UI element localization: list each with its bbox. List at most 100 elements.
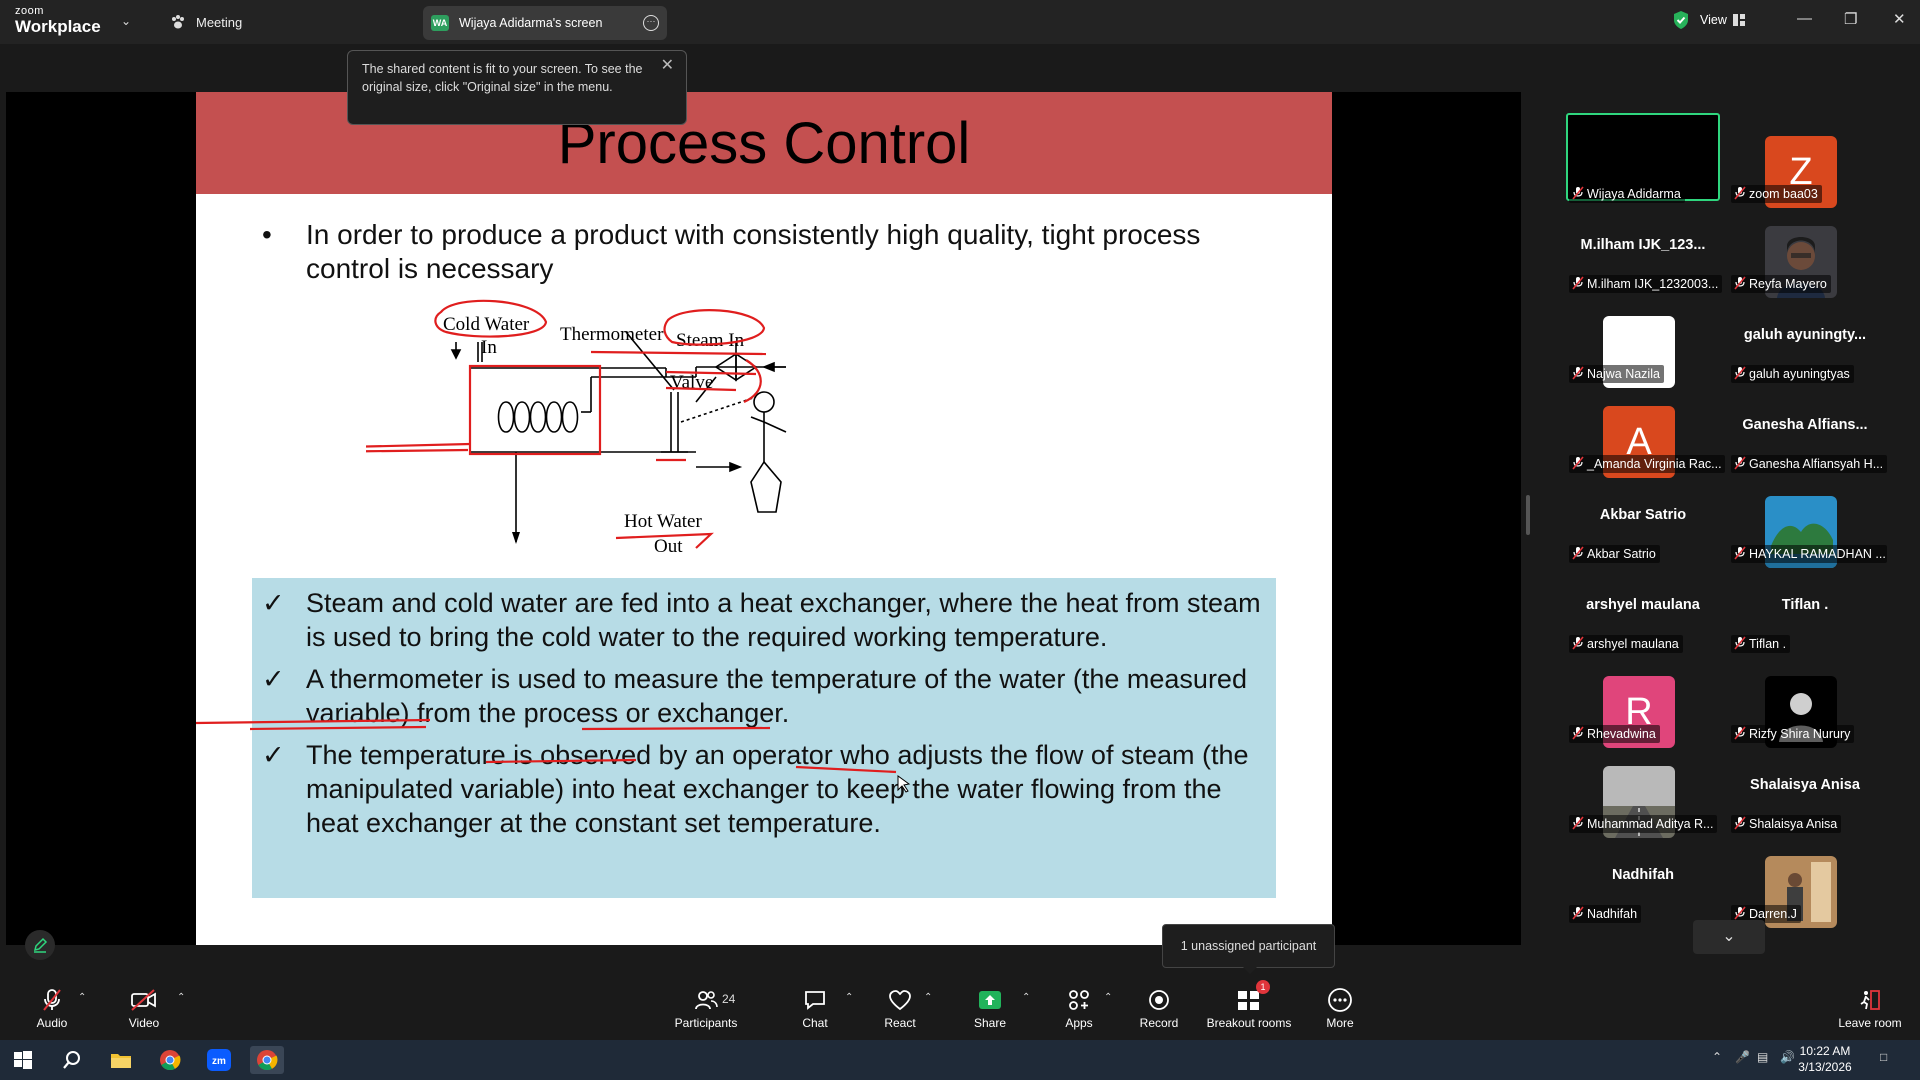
participant-tile[interactable]: Reyfa Mayero — [1725, 203, 1885, 298]
participant-tile[interactable]: Ganesha Alfians...Ganesha Alfiansyah H..… — [1725, 383, 1887, 473]
participants-icon — [695, 991, 718, 1010]
notification-icon[interactable]: □ — [1880, 1050, 1888, 1064]
participant-name-caption: Shalaisya Anisa — [1731, 815, 1842, 833]
participants-label: Participants — [674, 1016, 738, 1030]
screen-tab-badge: WA — [431, 15, 449, 31]
view-button[interactable]: View — [1700, 0, 1745, 40]
gallery-resize-handle[interactable] — [1526, 495, 1530, 535]
participant-name: Wijaya Adidarma — [1587, 187, 1681, 201]
apps-button[interactable]: Apps — [1054, 986, 1104, 1036]
chat-button[interactable]: Chat — [790, 986, 840, 1036]
svg-text:zm: zm — [212, 1056, 226, 1067]
check-mark: ✓ — [262, 740, 285, 770]
check-item-text: Steam and cold water are fed into a heat… — [306, 588, 1261, 652]
heart-icon — [889, 990, 911, 1011]
chevron-down-icon[interactable]: ⌄ — [121, 14, 132, 28]
shared-slide: Process Control • In order to produce a … — [196, 92, 1332, 945]
react-options-caret-icon[interactable]: ⌃ — [924, 992, 933, 1003]
clock-date: 3/13/2026 — [1798, 1060, 1852, 1074]
mic-muted-icon — [1734, 636, 1746, 650]
search-icon[interactable] — [55, 1046, 89, 1074]
participant-tile[interactable]: Wijaya Adidarma — [1563, 113, 1723, 203]
network-icon[interactable]: ▤ — [1757, 1050, 1769, 1064]
unassigned-participant-tooltip: 1 unassigned participant — [1162, 924, 1335, 974]
gallery-next-page-button[interactable]: ⌄ — [1693, 920, 1765, 954]
mic-muted-icon — [1734, 726, 1746, 740]
meeting-tab[interactable]: Meeting — [170, 0, 242, 44]
participant-tile[interactable]: Tiflan . Tiflan . — [1725, 563, 1885, 653]
participant-tile[interactable]: Muhammad Aditya R... — [1563, 743, 1723, 838]
windows-start-icon[interactable] — [6, 1046, 40, 1074]
participant-name-caption: Darren.J — [1731, 905, 1801, 923]
chrome-icon[interactable] — [153, 1046, 187, 1074]
minimize-icon[interactable]: — — [1797, 10, 1812, 27]
zoom-app-icon[interactable]: zm — [202, 1046, 236, 1074]
leave-room-button[interactable]: Leave room — [1835, 986, 1905, 1036]
check-mark: ✓ — [262, 664, 285, 694]
participant-tile[interactable]: Rizfy Shira Nurury — [1725, 653, 1885, 748]
shield-check-icon[interactable] — [1672, 10, 1690, 30]
react-button[interactable]: React — [875, 986, 925, 1036]
record-button[interactable]: Record — [1133, 986, 1185, 1036]
volume-icon[interactable]: 🔊 — [1780, 1050, 1795, 1064]
participant-name: Darren.J — [1749, 907, 1797, 921]
participant-tile[interactable]: M.ilham IJK_123...M.ilham IJK_1232003... — [1563, 203, 1723, 293]
participant-display-name: arshyel maulana — [1586, 597, 1700, 613]
mic-muted-icon — [1734, 276, 1746, 290]
video-button[interactable]: Video — [120, 986, 168, 1036]
file-explorer-icon[interactable] — [104, 1046, 138, 1074]
clock-time: 10:22 AM — [1799, 1044, 1851, 1058]
participant-name: Najwa Nazila — [1587, 367, 1660, 381]
audio-button[interactable]: Audio — [28, 986, 76, 1036]
screen-tab-label: Wijaya Adidarma's screen — [459, 16, 603, 30]
more-icon — [1328, 988, 1352, 1012]
participant-name-caption: Tiflan . — [1731, 635, 1791, 653]
label-steam-in: Steam In — [676, 330, 745, 351]
share-options-caret-icon[interactable]: ⌃ — [1022, 992, 1031, 1003]
view-label: View — [1700, 13, 1727, 27]
chrome-icon-active[interactable] — [250, 1046, 284, 1074]
more-button[interactable]: More — [1315, 986, 1365, 1036]
participant-name-caption: _Amanda Virginia Rac... — [1569, 455, 1725, 473]
leave-icon — [1860, 990, 1880, 1010]
chevron-up-icon[interactable]: ⌃ — [1712, 1050, 1723, 1064]
participant-display-name: Tiflan . — [1781, 597, 1829, 613]
audio-options-caret-icon[interactable]: ⌃ — [78, 992, 87, 1003]
slide-checklist-box: ✓ Steam and cold water are fed into a he… — [252, 578, 1276, 898]
annotate-pencil-button[interactable] — [25, 930, 55, 960]
video-options-caret-icon[interactable]: ⌃ — [177, 992, 186, 1003]
breakout-rooms-icon — [1238, 991, 1259, 1010]
participant-display-name: Ganesha Alfians... — [1742, 417, 1868, 433]
participant-tile[interactable]: Darren.J — [1725, 833, 1885, 928]
screen-share-tab[interactable]: WA Wijaya Adidarma's screen ··· — [423, 6, 667, 40]
participant-tile[interactable]: HAYKAL RAMADHAN ... — [1725, 473, 1887, 568]
participants-button[interactable]: Participants — [670, 986, 742, 1036]
label-hot-out: Out — [654, 536, 683, 557]
heat-exchanger-diagram: Cold Water In Thermometer Steam In Valve… — [366, 299, 787, 557]
participant-name-caption: Akbar Satrio — [1569, 545, 1660, 563]
zoom-workplace-logo[interactable]: zoom Workplace — [15, 6, 101, 36]
participant-name: Rhevadwina — [1587, 727, 1656, 741]
microphone-tray-icon[interactable]: 🎤 — [1735, 1050, 1750, 1064]
video-label: Video — [128, 1016, 160, 1030]
apps-options-caret-icon[interactable]: ⌃ — [1104, 992, 1113, 1003]
share-button[interactable]: Share — [965, 986, 1015, 1036]
mic-muted-icon — [1572, 816, 1584, 830]
more-options-icon[interactable]: ··· — [643, 15, 659, 31]
participant-tile[interactable]: Najwa Nazila — [1563, 293, 1723, 388]
chat-options-caret-icon[interactable]: ⌃ — [845, 992, 854, 1003]
participant-name: HAYKAL RAMADHAN ... — [1749, 547, 1886, 561]
close-window-icon[interactable]: ✕ — [1893, 11, 1906, 28]
participant-tile[interactable]: galuh ayuningty...galuh ayuningtyas — [1725, 293, 1885, 383]
restore-icon[interactable]: ❐ — [1844, 11, 1858, 28]
close-icon[interactable]: ✕ — [660, 57, 674, 74]
breakout-rooms-button[interactable]: Breakout rooms — [1200, 986, 1298, 1036]
system-clock[interactable]: 10:22 AM 3/13/2026 — [1785, 1043, 1865, 1075]
participant-tile[interactable]: A_Amanda Virginia Rac... — [1563, 383, 1725, 478]
